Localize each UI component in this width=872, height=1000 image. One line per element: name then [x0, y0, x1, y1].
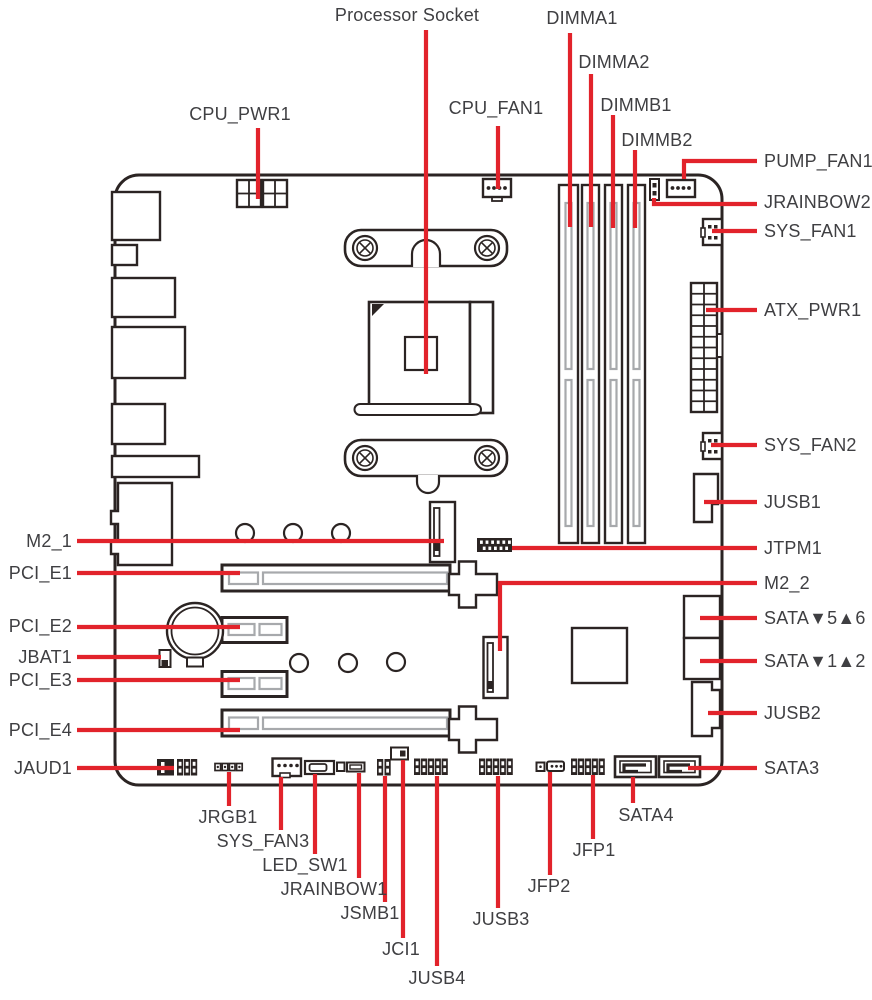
sata4-connector: [613, 755, 658, 779]
label-sata12: SATA▼1▲2: [764, 651, 866, 671]
label-jsmb1: JSMB1: [340, 903, 399, 923]
atx-power-connector: [689, 281, 724, 414]
cpu-socket: [353, 300, 495, 416]
label-jrainbow1: JRAINBOW1: [281, 879, 388, 899]
dimm-slot-keys: [564, 201, 641, 528]
label-jaud1: JAUD1: [14, 758, 72, 778]
label-m2-2: M2_2: [764, 573, 810, 594]
label-sata56: SATA▼5▲6: [764, 608, 866, 628]
label-jusb3: JUSB3: [472, 909, 529, 929]
jusb3-header: [479, 758, 513, 775]
pin1-marker-icon: [372, 304, 384, 316]
m2-1-connector: [428, 500, 457, 564]
m2-2-connector: [482, 635, 509, 700]
jrainbow1-header: [336, 761, 366, 773]
socket-lever: [353, 403, 483, 416]
label-cpu-fan1: CPU_FAN1: [449, 98, 544, 119]
pump-fan-header: [665, 178, 697, 199]
jbat1-jumper: [158, 649, 172, 668]
label-dimmb2: DIMMB2: [621, 130, 692, 150]
label-dimma1: DIMMA1: [546, 8, 617, 28]
pci-e3-slot: [220, 670, 289, 698]
chipset: [570, 626, 629, 685]
led-sw1-switch: [303, 759, 336, 776]
label-dimma2: DIMMA2: [578, 52, 649, 72]
leader-jrainbow2: [651, 198, 757, 207]
label-cpu-pwr1: CPU_PWR1: [189, 104, 291, 125]
label-processor-socket: Processor Socket: [335, 5, 479, 25]
label-jrgb1: JRGB1: [198, 807, 257, 827]
label-jusb4: JUSB4: [408, 968, 465, 988]
label-jtpm1: JTPM1: [764, 538, 822, 558]
dimm-slots: [557, 183, 647, 545]
cmos-battery: [165, 601, 225, 668]
label-sata4: SATA4: [618, 805, 673, 825]
label-pump-fan1: PUMP_FAN1: [764, 151, 872, 172]
jci1-header: [390, 746, 409, 761]
jrainbow2-header: [649, 178, 660, 201]
rear-io-blocks: [109, 190, 201, 567]
standoff-holes: [234, 522, 407, 674]
jtpm1-header: [477, 538, 512, 552]
io-port-block: [110, 276, 177, 319]
label-jusb2: JUSB2: [764, 703, 821, 723]
label-sata3: SATA3: [764, 758, 819, 778]
screw-icon: [473, 234, 501, 262]
label-dimmb1: DIMMB1: [600, 95, 671, 115]
jfp2-header: [535, 760, 565, 772]
label-atx-pwr1: ATX_PWR1: [764, 300, 861, 321]
pcie-latch: [447, 560, 499, 609]
sys-fan3-header: [271, 757, 303, 779]
jusb2-connector: [690, 680, 722, 738]
labels: Processor Socket DIMMA1 DIMMA2 DIMMB1 DI…: [9, 5, 872, 988]
socket-center: [403, 335, 439, 372]
label-sys-fan3: SYS_FAN3: [217, 831, 310, 852]
label-sys-fan2: SYS_FAN2: [764, 435, 857, 456]
jrgb1-header: [214, 762, 244, 772]
io-port-block: [110, 325, 187, 380]
leader-pump-fan1: [681, 158, 757, 179]
jusb4-header: [414, 758, 448, 775]
screw-icon: [351, 444, 379, 472]
io-port-block: [110, 243, 139, 267]
io-port-block: [110, 454, 201, 479]
audio-jack-block: [109, 481, 174, 567]
sata12-connector: [682, 636, 722, 681]
pci-e1-slot: [220, 560, 499, 609]
label-pci-e1: PCI_E1: [9, 563, 72, 584]
pci-e2-slot: [220, 616, 289, 644]
label-pci-e2: PCI_E2: [9, 616, 72, 637]
label-pci-e4: PCI_E4: [9, 720, 72, 741]
cpu-power-connector: [235, 178, 289, 209]
label-m2-1: M2_1: [26, 531, 72, 552]
jfp1-header: [571, 758, 605, 775]
label-jrainbow2: JRAINBOW2: [764, 192, 871, 212]
leader-m2-2: [497, 580, 757, 651]
leader-lines: [77, 30, 757, 966]
pcie-latch: [447, 705, 499, 754]
pci-e4-slot: [220, 705, 499, 754]
label-jusb1: JUSB1: [764, 492, 821, 512]
io-port-block: [110, 402, 167, 446]
label-jfp1: JFP1: [573, 840, 616, 860]
label-sys-fan1: SYS_FAN1: [764, 221, 857, 242]
screw-icon: [473, 444, 501, 472]
label-pci-e3: PCI_E3: [9, 670, 72, 691]
cpu-retention-bracket-bottom: [343, 438, 509, 495]
label-jci1: JCI1: [382, 939, 420, 959]
screw-icon: [351, 234, 379, 262]
io-port-block: [110, 190, 162, 242]
label-jbat1: JBAT1: [18, 647, 72, 667]
label-jfp2: JFP2: [528, 876, 571, 896]
label-led-sw1: LED_SW1: [262, 855, 347, 876]
